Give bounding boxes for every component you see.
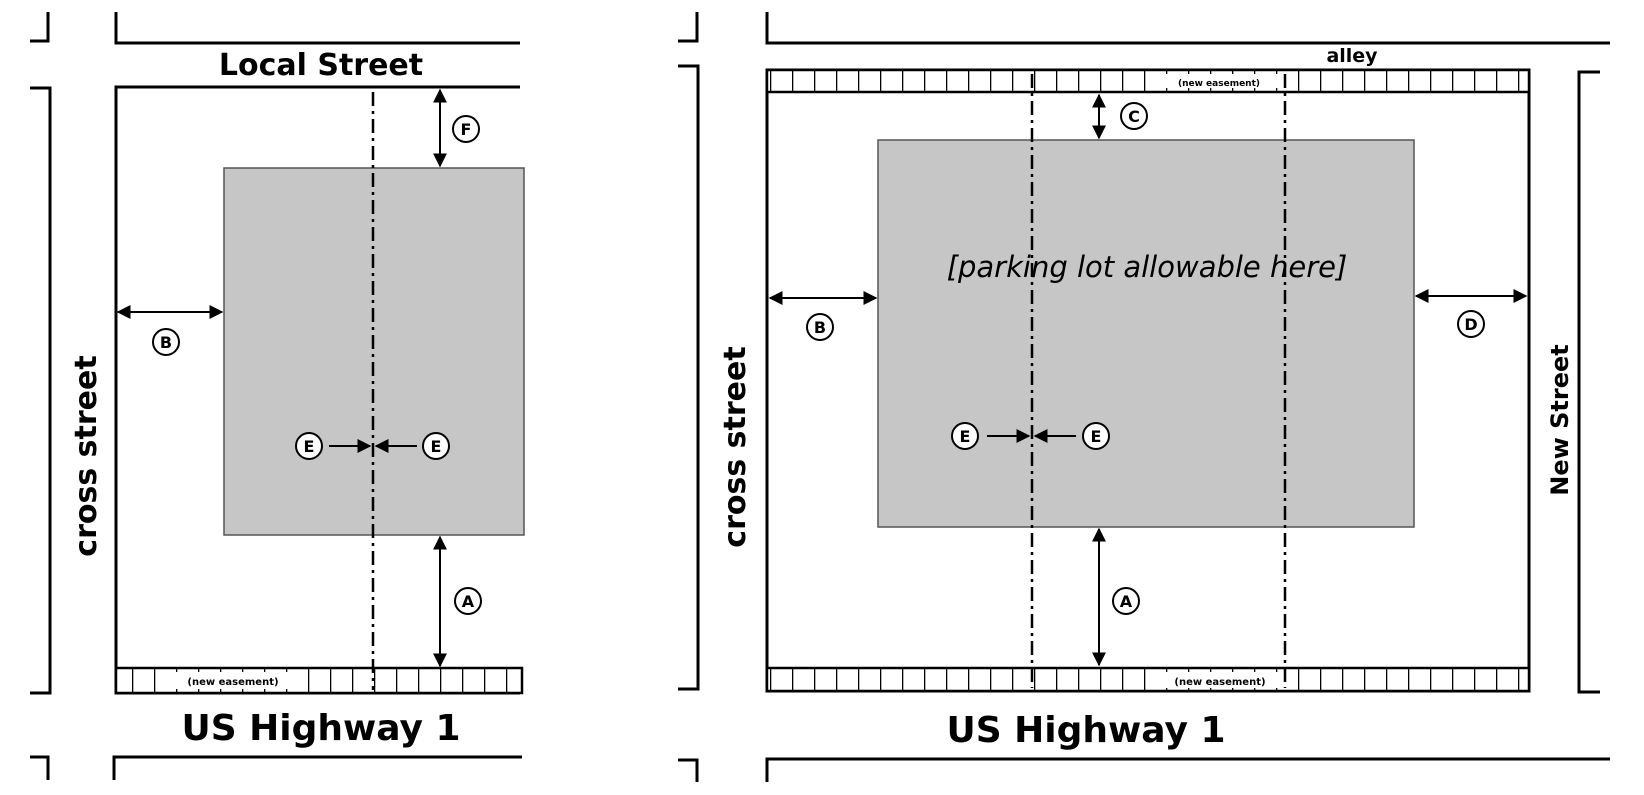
right-bracket-bottom-left bbox=[678, 758, 699, 782]
left-bracket-top-street bbox=[114, 12, 520, 45]
right-bracket-top-alley bbox=[765, 12, 1610, 45]
right-bracket-left-side bbox=[678, 64, 700, 691]
svg-text:E: E bbox=[960, 427, 971, 446]
right-bracket-top-left bbox=[678, 12, 699, 43]
right-new-street-label: New Street bbox=[1546, 344, 1574, 496]
right-easement-bottom-label-bg bbox=[1158, 672, 1282, 688]
right-easement-top-strip bbox=[765, 68, 1531, 94]
right-bracket-right-side bbox=[1577, 70, 1600, 694]
svg-text:B: B bbox=[160, 333, 172, 352]
right-label-d: D bbox=[1457, 310, 1485, 338]
right-label-a: A bbox=[1112, 587, 1140, 615]
left-bracket-side bbox=[30, 86, 52, 695]
svg-text:E: E bbox=[431, 437, 442, 456]
left-top-street-label: Local Street bbox=[219, 48, 423, 83]
left-side-street-label: cross street bbox=[69, 355, 104, 556]
left-bottom-street-label: US Highway 1 bbox=[181, 708, 460, 749]
left-label-b: B bbox=[152, 328, 180, 356]
right-label-e2: E bbox=[1082, 422, 1110, 450]
right-building-note: [parking lot allowable here] bbox=[947, 250, 1348, 284]
left-easement-label: (new easement) bbox=[187, 677, 278, 688]
svg-text:B: B bbox=[814, 318, 826, 337]
right-label-e1: E bbox=[951, 422, 979, 450]
left-bracket-top-left bbox=[30, 12, 50, 43]
right-building bbox=[877, 139, 1415, 528]
right-easement-top-label-bg bbox=[1157, 74, 1281, 88]
svg-text:D: D bbox=[1464, 315, 1477, 334]
left-label-a: A bbox=[454, 587, 482, 615]
svg-text:A: A bbox=[462, 592, 475, 611]
right-label-c: C bbox=[1120, 102, 1148, 130]
right-side-street-label: cross street bbox=[718, 346, 753, 547]
svg-text:C: C bbox=[1128, 107, 1140, 126]
right-easement-bottom-label: (new easement) bbox=[1174, 677, 1265, 688]
right-easement-top-label: (new easement) bbox=[1178, 79, 1260, 89]
svg-text:A: A bbox=[1120, 592, 1133, 611]
left-label-e2: E bbox=[422, 432, 450, 460]
left-label-e1: E bbox=[295, 432, 323, 460]
right-bracket-bottom-street bbox=[765, 757, 1610, 782]
svg-text:E: E bbox=[304, 437, 315, 456]
right-bottom-street-label: US Highway 1 bbox=[946, 710, 1225, 751]
left-diagram: (new easement) F B E E A Lo bbox=[30, 12, 525, 780]
right-diagram: (new easement) (new easement) C B D bbox=[678, 12, 1610, 782]
right-alley-label: alley bbox=[1326, 45, 1378, 67]
left-bracket-bottom-left bbox=[30, 755, 50, 780]
left-easement-label-bg bbox=[172, 672, 294, 689]
right-easement-bottom-strip bbox=[765, 666, 1531, 693]
svg-text:F: F bbox=[461, 120, 472, 139]
left-label-f: F bbox=[452, 115, 480, 143]
right-label-b: B bbox=[806, 313, 834, 341]
left-bracket-bottom-street bbox=[112, 755, 522, 780]
svg-text:E: E bbox=[1091, 427, 1102, 446]
